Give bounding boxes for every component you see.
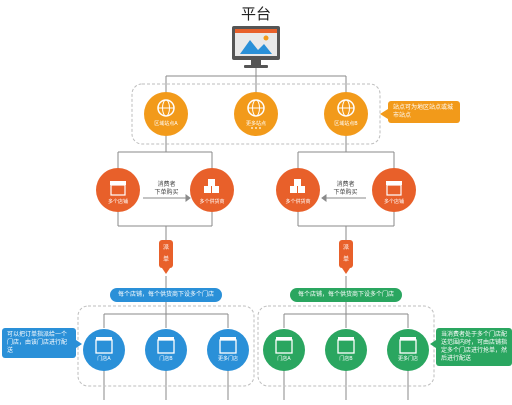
right-more-stores-node[interactable] xyxy=(387,329,429,371)
sites-callout-pointer xyxy=(380,109,388,119)
left-multi-store-node[interactable] xyxy=(96,168,140,212)
left-multi-store-label: 多个店铺 xyxy=(107,199,128,205)
right-store-a-label: 门店A xyxy=(277,356,291,362)
right-store-b-node[interactable] xyxy=(325,329,367,371)
left-dispatch-label-2: 单 xyxy=(162,256,169,263)
right-multi-store-label: 多个店铺 xyxy=(383,199,404,205)
boxes-icon xyxy=(290,186,297,193)
platform-monitor-icon xyxy=(232,26,280,68)
right-multi-supplier-label: 多个供货商 xyxy=(285,199,311,205)
left-more-stores-label: 更多门店 xyxy=(217,356,238,362)
shop-icon xyxy=(386,181,402,185)
left-store-b-node[interactable] xyxy=(145,329,187,371)
more-sites-label: 更多站点 xyxy=(245,121,266,127)
left-callout-pointer xyxy=(76,340,82,348)
right-store-a-node[interactable] xyxy=(263,329,305,371)
right-info-pill: 每个店铺，每个供货商下设多个门店 xyxy=(290,288,402,302)
left-store-a-label: 门店A xyxy=(97,356,111,362)
left-dispatch-badge xyxy=(159,240,173,274)
left-store-b-label: 门店B xyxy=(159,356,173,362)
right-dispatch-badge xyxy=(339,240,353,274)
site-a-node[interactable] xyxy=(144,92,188,136)
right-callout-pointer xyxy=(430,340,436,348)
right-buyer-label-1: 消费者 xyxy=(336,181,355,188)
right-more-stores-label: 更多门店 xyxy=(397,356,418,362)
connector-lines xyxy=(103,68,409,400)
left-store-a-node[interactable] xyxy=(83,329,125,371)
left-more-stores-node[interactable] xyxy=(207,329,249,371)
right-dispatch-label-1: 派 xyxy=(342,244,349,251)
site-b-label: 区域站点B xyxy=(334,121,358,127)
site-b-node[interactable] xyxy=(324,92,368,136)
right-buyer-label-2: 下单购买 xyxy=(333,189,358,196)
page-title: 平台 xyxy=(240,5,271,23)
right-order-callout: 当消费者处于多个门店配送范围内时，可由店铺指定多个门店进行抢单，然后进行配送 xyxy=(436,328,512,366)
right-multi-store-node[interactable] xyxy=(372,168,416,212)
boxes-icon xyxy=(204,186,211,193)
sites-callout: 站点可为地区站点或城市站点 xyxy=(388,101,460,123)
left-order-callout: 可以把订单指派给一个门店，由该门店进行配送 xyxy=(2,328,76,358)
left-buyer-label-1: 消费者 xyxy=(157,181,176,188)
shop-icon xyxy=(110,181,126,185)
right-dispatch-label-2: 单 xyxy=(342,256,349,263)
left-multi-supplier-label: 多个供货商 xyxy=(199,199,225,205)
right-store-b-label: 门店B xyxy=(339,356,353,362)
more-sites-node[interactable] xyxy=(234,92,278,136)
site-a-label: 区域站点A xyxy=(154,121,178,127)
left-multi-supplier-node[interactable] xyxy=(190,168,234,212)
buyer-order-arrows xyxy=(143,194,366,202)
right-multi-supplier-node[interactable] xyxy=(276,168,320,212)
left-dispatch-label-1: 派 xyxy=(162,244,169,251)
left-info-pill: 每个店铺，每个供货商下设多个门店 xyxy=(110,288,222,302)
left-buyer-label-2: 下单购买 xyxy=(154,189,179,196)
